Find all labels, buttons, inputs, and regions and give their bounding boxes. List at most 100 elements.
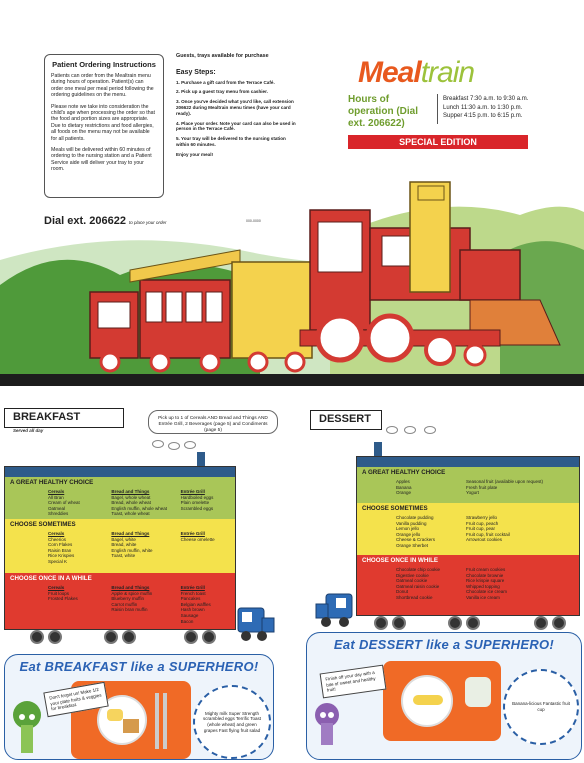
dessert-note: Finish off your day with a bite of sweet… xyxy=(319,664,387,699)
step-item: 4. Place your order. Note your card can … xyxy=(176,120,296,132)
menu-column: Seasonal fruit (available upon request) … xyxy=(466,479,544,496)
steps-title: Easy Steps: xyxy=(176,68,216,76)
column-items: Fruit loops Frosted Flakes xyxy=(48,590,78,602)
fork-icon xyxy=(155,693,159,749)
wheel xyxy=(184,630,198,644)
smoke-puff xyxy=(404,426,416,434)
mealtrain-logo: Mealtrain xyxy=(358,56,475,90)
dessert-healthy-section: A GREAT HEALTHY CHOICE Apples Banana Ora… xyxy=(357,467,579,503)
section-title: A GREAT HEALTHY CHOICE xyxy=(362,469,446,476)
breakfast-sign-label: BREAKFAST xyxy=(13,411,81,423)
menu-column: Strawberry jello Fruit cup, peach Fruit … xyxy=(466,515,510,543)
breakfast-instructions-bubble: Pick up to 1 of Cereals AND Bread and Th… xyxy=(148,410,278,434)
column-items: French toast Pancakes Belgian waffles Ha… xyxy=(180,590,211,624)
section-title: CHOOSE ONCE IN A WHILE xyxy=(10,575,92,582)
column-head: Entrée Grill xyxy=(180,489,205,494)
hours-lunch: Lunch 11:30 a.m. to 1:30 p.m. xyxy=(443,104,523,111)
section-title: A GREAT HEALTHY CHOICE xyxy=(10,479,94,486)
car-roof xyxy=(5,467,235,477)
logo-meal: Meal xyxy=(358,56,422,89)
column-items: Hardboiled eggs Plain omelette Scrambled… xyxy=(180,494,214,511)
column-items: All Bran Cream of wheat Oatmeal Shreddie… xyxy=(48,494,80,517)
plate xyxy=(401,675,453,727)
wheel xyxy=(48,630,62,644)
chimney xyxy=(197,452,205,466)
instructions-p1: Patients can order from the Mealtrain me… xyxy=(51,73,154,99)
column-head: Bread and Things xyxy=(111,489,150,494)
car-roof xyxy=(357,457,579,467)
train-illustration xyxy=(89,181,561,373)
step-item: 3. Once you've decided what you'd like, … xyxy=(176,99,294,116)
form-code: 000-0000 xyxy=(246,219,261,223)
column-head: Entrée Grill xyxy=(180,585,205,590)
column-items: Cheerios Corn Flakes Raisin Bran Rice Kr… xyxy=(48,536,75,564)
wheel xyxy=(448,616,462,630)
fruit-cup-icon xyxy=(465,677,491,707)
knife-icon xyxy=(163,693,167,749)
column-head: Cereals xyxy=(48,531,65,536)
grape-hero-icon xyxy=(315,703,339,745)
hours-title: Hours of operation (Dial ext. 206622) xyxy=(348,94,419,129)
column-items: Bagel, whole wheat Bread, whole wheat En… xyxy=(111,494,168,517)
section-title: CHOOSE ONCE IN WHILE xyxy=(362,557,438,564)
broccoli-hero-icon xyxy=(13,701,41,753)
smoke-puff xyxy=(386,426,398,434)
breakfast-sign-sub: Served all day xyxy=(13,428,44,433)
column-head: Bread and Things xyxy=(111,585,150,590)
banana xyxy=(413,695,443,705)
landscape-illustration xyxy=(0,181,584,400)
dessert-menu-car: A GREAT HEALTHY CHOICE Apples Banana Ora… xyxy=(356,456,580,616)
breakfast-wheels xyxy=(14,630,234,646)
menu-column: Apples Banana Orange xyxy=(396,479,412,496)
column-head: Cereals xyxy=(48,489,65,494)
breakfast-burst: Mighty milk Super Strength scrambled egg… xyxy=(193,685,271,759)
section-title: CHOOSE SOMETIMES xyxy=(10,521,76,528)
smoke-puff xyxy=(184,441,196,449)
dessert-superhero-panel: Eat DESSERT like a SUPERHERO! Finish off… xyxy=(306,632,582,760)
breakfast-hero-title: Eat BREAKFAST like a SUPERHERO! xyxy=(19,659,259,674)
special-edition-banner: SPECIAL EDITION xyxy=(348,135,528,149)
hours-supper: Supper 4:15 p.m. to 6:15 p.m. xyxy=(443,113,523,120)
dessert-sign-label: DESSERT xyxy=(319,413,371,425)
cover-panel: Patient Ordering Instructions Patients c… xyxy=(0,53,584,400)
ordering-instructions-box: Patient Ordering Instructions Patients c… xyxy=(44,54,164,198)
menu-column: Chocolate chip cookie Digestive cookie O… xyxy=(396,567,441,600)
instructions-p3: Meals will be delivered within 60 minute… xyxy=(51,147,152,173)
hours-divider xyxy=(437,94,438,124)
column-head: Entrée Grill xyxy=(180,531,205,536)
step-item: 5. Your tray will be delivered to the nu… xyxy=(176,136,286,147)
mini-engine-icon xyxy=(315,593,353,627)
logo-train: train xyxy=(420,56,475,89)
dessert-tray xyxy=(383,661,501,741)
wheel xyxy=(374,616,388,630)
guest-head: Guests, trays available for purchase xyxy=(176,53,269,59)
mini-engine-icon xyxy=(237,607,275,641)
wheel xyxy=(104,630,118,644)
wheel xyxy=(534,616,548,630)
breakfast-superhero-panel: Eat BREAKFAST like a SUPERHERO! Don't fo… xyxy=(4,654,274,760)
instructions-p2: Please note we take into consideration t… xyxy=(51,103,155,142)
dessert-sometimes-section: CHOOSE SOMETIMES Chocolate pudding Vanil… xyxy=(357,503,579,555)
dessert-burst: Banana-licious Fantastic fruit cup xyxy=(503,669,579,745)
step-item: 2. Pick up a guest tray menu from cashie… xyxy=(176,89,268,95)
wheel xyxy=(202,630,216,644)
hours-list: Breakfast 7:30 a.m. to 9:30 a.m. Lunch 1… xyxy=(443,95,528,121)
wheel xyxy=(552,616,566,630)
dessert-once-section: CHOOSE ONCE IN WHILE Chocolate chip cook… xyxy=(357,555,579,615)
dessert-hero-title: Eat DESSERT like a SUPERHERO! xyxy=(333,637,555,652)
column-items: Cheese omelette xyxy=(180,536,215,542)
wheel xyxy=(466,616,480,630)
